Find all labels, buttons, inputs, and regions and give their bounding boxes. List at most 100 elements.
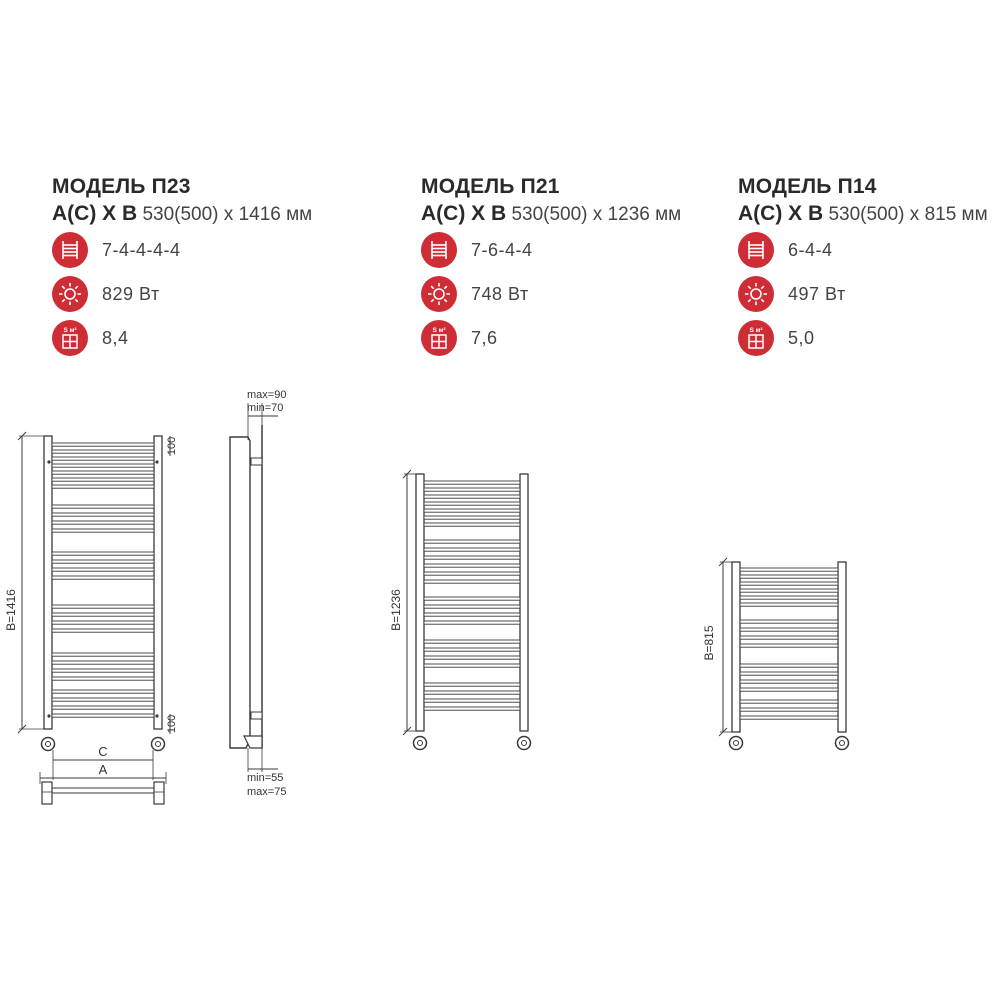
rung xyxy=(739,687,839,692)
dimension-tick xyxy=(402,726,412,736)
rung xyxy=(423,612,521,617)
spec-area: S м² 5,0 xyxy=(738,316,1000,360)
left-post xyxy=(43,435,53,730)
valve-core xyxy=(521,740,527,746)
dimensions-label: А(С) Х В xyxy=(421,202,507,225)
rung xyxy=(739,627,839,632)
rung xyxy=(423,706,521,711)
sections-value: 6-4-4 xyxy=(788,239,833,260)
rung xyxy=(51,551,155,556)
wall-bracket xyxy=(250,711,263,720)
spec-power: 829 Вт xyxy=(52,272,322,316)
plan-view-valve xyxy=(153,781,165,805)
rung xyxy=(423,515,521,520)
rung xyxy=(739,602,839,607)
rung xyxy=(51,620,155,625)
dimensions-value: 530(500) х 1236 мм xyxy=(511,204,682,225)
area-m2-icon: S м² xyxy=(421,320,457,356)
power-value: 497 Вт xyxy=(788,283,846,304)
width-c-label: C xyxy=(98,744,107,759)
rung xyxy=(739,663,839,668)
spec-area: S м² 8,4 xyxy=(52,316,322,360)
rung xyxy=(423,480,521,485)
ladder-sections-icon xyxy=(738,232,774,268)
side-view-p23 xyxy=(229,403,278,772)
front-view-p14 xyxy=(718,557,850,751)
rung xyxy=(51,676,155,681)
rung xyxy=(739,671,839,676)
rung xyxy=(423,639,521,644)
svg-text:S м²: S м² xyxy=(432,327,446,334)
spec-area: S м² 7,6 xyxy=(421,316,691,360)
rung xyxy=(51,628,155,633)
height-dimension-label: B=1236 xyxy=(389,589,403,631)
sections-value: 7-6-4-4 xyxy=(471,239,533,260)
mount-point xyxy=(47,460,51,464)
power-value: 748 Вт xyxy=(471,283,529,304)
rung xyxy=(51,477,155,482)
rung xyxy=(423,698,521,703)
power-value: 829 Вт xyxy=(102,283,160,304)
right-post xyxy=(519,473,529,732)
rung xyxy=(51,463,155,468)
model-p14: МОДЕЛЬ П14 А(С) Х В 530(500) х 815 мм 6-… xyxy=(738,173,1000,360)
spec-power: 497 Вт xyxy=(738,272,1000,316)
rung xyxy=(423,579,521,584)
rung xyxy=(423,539,521,544)
dimension-tick xyxy=(718,727,728,737)
rung xyxy=(423,508,521,513)
rung xyxy=(51,575,155,580)
rung xyxy=(739,581,839,586)
rung xyxy=(739,699,839,704)
valve-core xyxy=(155,741,161,747)
model-dimensions: А(С) Х В 530(500) х 815 мм xyxy=(738,201,1000,228)
model-dimensions: А(С) Х В 530(500) х 1236 мм xyxy=(421,201,691,228)
rung xyxy=(51,689,155,694)
rung xyxy=(51,697,155,702)
rung xyxy=(423,655,521,660)
rung xyxy=(739,643,839,648)
rung xyxy=(423,690,521,695)
model-p21: МОДЕЛЬ П21 А(С) Х В 530(500) х 1236 мм 7… xyxy=(421,173,691,360)
rung xyxy=(51,567,155,572)
dimension-tick xyxy=(17,431,27,441)
rung xyxy=(51,652,155,657)
rung xyxy=(51,484,155,489)
rung xyxy=(423,501,521,506)
area-value: 7,6 xyxy=(471,327,498,348)
spec-sections: 7-6-4-4 xyxy=(421,228,691,272)
rung xyxy=(423,571,521,576)
left-post xyxy=(415,473,425,732)
top-offset-label: 100 xyxy=(166,437,178,455)
rung xyxy=(739,635,839,640)
sun-heat-icon xyxy=(421,276,457,312)
rung xyxy=(423,604,521,609)
rung xyxy=(51,449,155,454)
dimensions-value: 530(500) х 1416 мм xyxy=(142,204,313,225)
model-title: МОДЕЛЬ П21 xyxy=(421,175,560,198)
rung xyxy=(739,567,839,572)
rung xyxy=(423,522,521,527)
sections-value: 7-4-4-4-4 xyxy=(102,239,181,260)
rung xyxy=(51,470,155,475)
right-post xyxy=(153,435,163,730)
rung xyxy=(423,547,521,552)
mount-point xyxy=(155,714,159,718)
ladder-sections-icon xyxy=(52,232,88,268)
plan-view-bar xyxy=(41,787,165,794)
sun-heat-icon xyxy=(738,276,774,312)
area-value: 8,4 xyxy=(102,327,129,348)
area-value: 5,0 xyxy=(788,327,815,348)
rung xyxy=(423,647,521,652)
model-p23: МОДЕЛЬ П23 А(С) Х В 530(500) х 1416 мм 7… xyxy=(52,173,322,360)
rung xyxy=(51,713,155,718)
rung xyxy=(423,663,521,668)
radiator-side-profile xyxy=(229,436,251,749)
dimension-tick xyxy=(718,557,728,567)
spec-sections: 7-4-4-4-4 xyxy=(52,228,322,272)
spec-sections: 6-4-4 xyxy=(738,228,1000,272)
rung xyxy=(51,705,155,710)
wall-distance-max-top: max=90 xyxy=(247,389,286,401)
spec-power: 748 Вт xyxy=(421,272,691,316)
